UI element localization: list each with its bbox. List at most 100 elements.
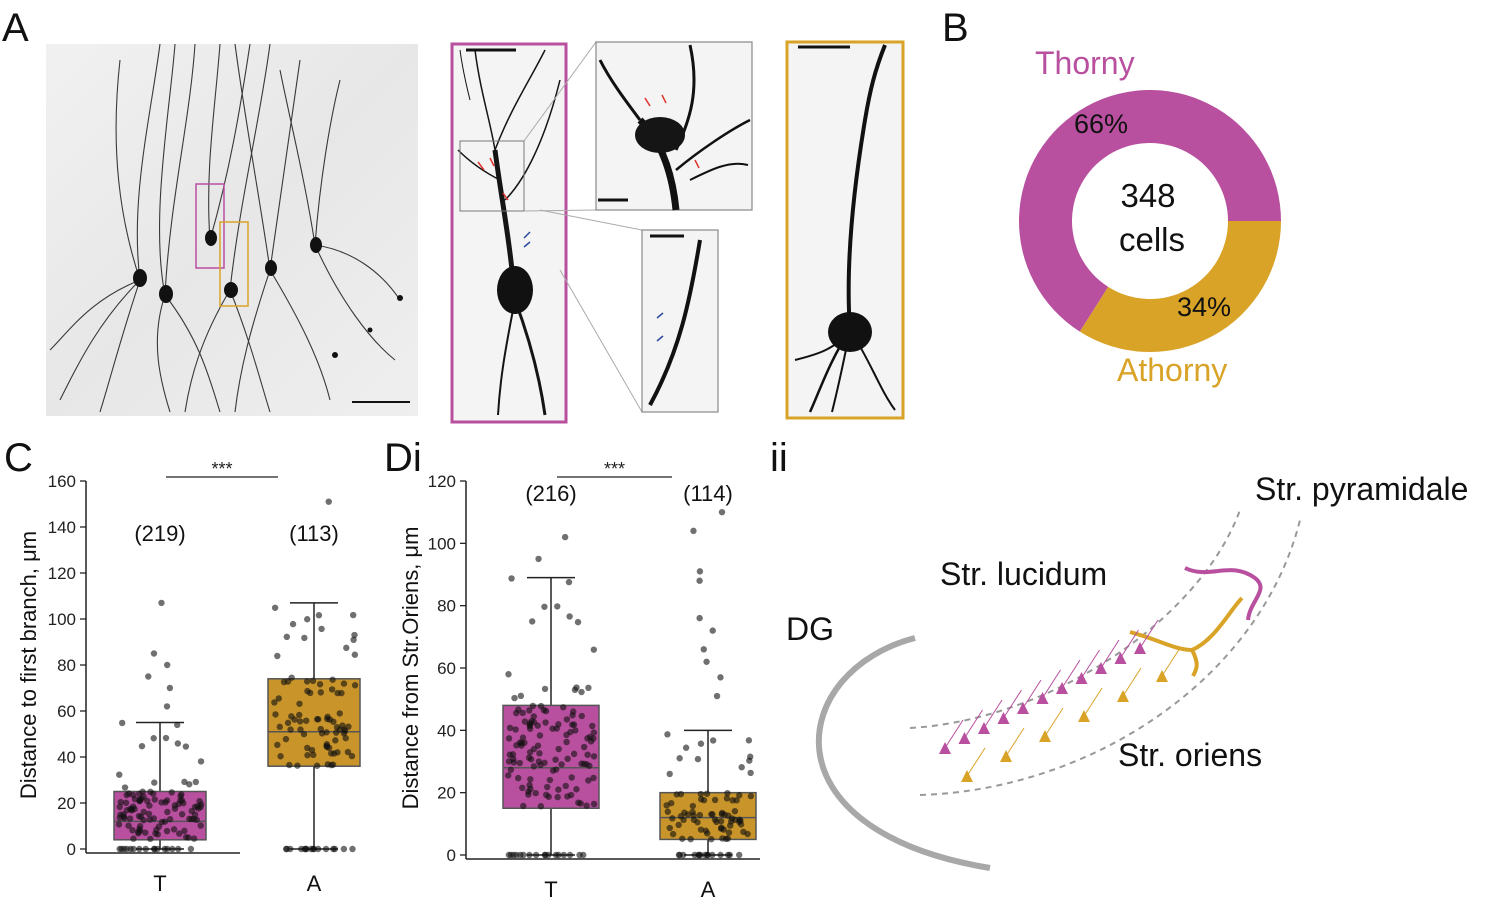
data-point — [747, 769, 754, 777]
data-point — [669, 815, 676, 822]
data-point — [719, 835, 726, 842]
data-point — [513, 742, 520, 749]
data-point — [696, 811, 704, 819]
data-point — [330, 718, 337, 725]
data-point — [717, 851, 724, 859]
data-point — [275, 695, 282, 702]
y-tick-label: 80 — [437, 597, 456, 616]
donut-label-thorny: 66% — [1074, 109, 1128, 139]
data-point — [116, 771, 123, 778]
data-point — [121, 784, 129, 791]
data-point — [565, 578, 573, 586]
panel-letter-c: C — [4, 436, 33, 480]
data-point — [564, 755, 571, 763]
data-point — [164, 808, 171, 816]
data-point — [517, 692, 525, 700]
data-point — [536, 732, 544, 739]
data-point — [313, 762, 321, 769]
data-point-outlier — [696, 568, 704, 575]
data-point-outlier — [703, 658, 710, 665]
data-point — [309, 677, 317, 685]
data-point — [585, 777, 592, 784]
data-point — [542, 719, 549, 726]
data-point — [301, 634, 308, 642]
data-point — [666, 824, 673, 832]
data-point — [351, 631, 358, 639]
zoom-connectors — [523, 41, 643, 413]
pyramidal-cells — [939, 619, 1181, 782]
pyramidal-cell-icon — [1078, 710, 1090, 722]
data-point — [283, 633, 291, 641]
data-point — [687, 835, 694, 843]
label-str-pyramidale: Str. pyramidale — [1255, 471, 1468, 507]
pyramidal-cell-icon — [1056, 682, 1068, 694]
cell-dendrite — [1081, 649, 1100, 679]
y-tick-label: 40 — [57, 748, 76, 767]
data-point — [541, 603, 548, 610]
data-point — [137, 813, 145, 820]
data-point — [272, 711, 279, 718]
cell-dendrite — [1003, 689, 1022, 719]
data-point — [339, 722, 346, 729]
data-point — [578, 688, 585, 696]
mossy-fiber-thorny — [1184, 566, 1263, 621]
label-str-lucidum: Str. lucidum — [940, 556, 1107, 592]
data-point — [162, 799, 169, 806]
data-point — [571, 686, 579, 694]
data-point — [151, 796, 158, 803]
data-point — [196, 797, 203, 805]
data-point — [329, 761, 337, 768]
data-point — [506, 724, 514, 732]
data-point — [532, 851, 540, 859]
legend-thorny: Thorny — [1035, 45, 1135, 81]
data-point — [115, 821, 123, 828]
data-point — [520, 802, 527, 810]
data-point — [304, 616, 311, 623]
pyramidal-cell-icon — [939, 742, 951, 754]
data-point — [303, 678, 311, 685]
data-point — [676, 851, 683, 859]
data-point — [697, 740, 705, 747]
data-point — [587, 738, 595, 745]
panel-letter-b: B — [942, 6, 969, 50]
data-point — [541, 851, 549, 859]
data-point — [322, 845, 330, 853]
data-point — [154, 831, 162, 838]
data-point — [332, 737, 339, 744]
cell-dendrite — [1044, 707, 1064, 737]
data-point — [518, 739, 525, 747]
data-point — [590, 774, 597, 782]
cell-dendrite — [1161, 647, 1181, 677]
data-point — [505, 735, 513, 742]
data-point — [717, 825, 725, 832]
data-point — [142, 845, 149, 853]
data-point — [140, 808, 147, 816]
data-point — [537, 803, 545, 810]
data-point — [349, 845, 356, 853]
data-point — [567, 728, 574, 736]
data-point — [679, 835, 686, 842]
data-point — [676, 755, 683, 762]
data-point — [568, 774, 575, 781]
data-point — [663, 802, 670, 809]
data-point — [328, 686, 336, 693]
data-point-outlier — [166, 684, 174, 692]
data-point — [193, 816, 200, 824]
data-point — [176, 830, 183, 837]
data-point — [127, 845, 134, 853]
data-point — [168, 789, 175, 796]
layer-boundary-upper — [909, 509, 1241, 729]
data-point — [130, 835, 137, 842]
data-point-outlier — [561, 533, 569, 541]
data-point — [702, 827, 710, 834]
data-point-outlier — [158, 599, 165, 607]
cell-dendrite — [966, 747, 986, 777]
data-point — [150, 815, 158, 822]
data-point — [554, 603, 561, 610]
data-point — [289, 620, 297, 628]
data-point — [586, 762, 593, 769]
data-point — [519, 784, 526, 792]
y-tick-label: 120 — [428, 472, 456, 491]
data-point — [562, 782, 569, 790]
data-point — [746, 757, 753, 764]
